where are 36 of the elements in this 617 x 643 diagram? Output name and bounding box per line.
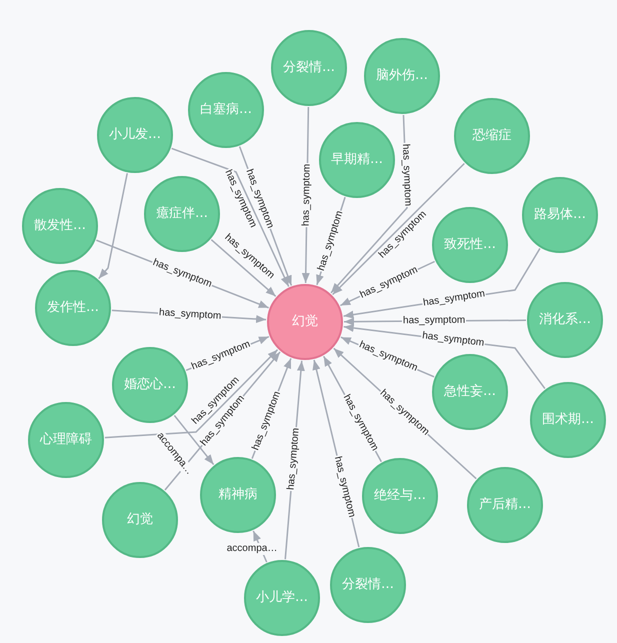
node-label: 癔症伴… <box>156 206 208 222</box>
arrow <box>332 162 465 296</box>
node-label: 精神病 <box>218 487 258 503</box>
node-label: 心理障碍 <box>40 432 92 448</box>
edge-label: has_symptom <box>285 426 302 492</box>
node-label: 绝经与… <box>374 488 426 504</box>
edge-label: has_symptom <box>398 142 414 208</box>
node-label: 消化系… <box>539 312 591 328</box>
node-label: 小儿发… <box>109 127 161 143</box>
node-label: 小儿学… <box>256 590 308 606</box>
central-node <box>267 284 343 360</box>
arrow <box>98 173 128 280</box>
node-label: 脑外伤… <box>376 68 428 84</box>
node-label: 散发性… <box>34 218 86 234</box>
edge-label: has_symptom <box>300 162 314 228</box>
edge-label: has_symptom <box>402 314 466 328</box>
node-label: 致死性… <box>444 237 496 253</box>
node-label: 路易体… <box>534 207 586 223</box>
node-label: 白塞病… <box>200 102 252 118</box>
arrow <box>171 148 290 287</box>
node-label: 幻觉 <box>127 512 153 528</box>
node-label: 分裂情… <box>342 577 394 593</box>
arrow <box>104 349 278 438</box>
node-label: 婚恋心… <box>124 377 176 393</box>
node-label: 围术期… <box>542 412 594 428</box>
edge-label: has_symptom <box>157 307 222 323</box>
node-label: 分裂情… <box>283 60 335 76</box>
node-label: 发作性… <box>47 300 99 316</box>
edge-label: accompa… <box>226 542 278 555</box>
node-label: 早期精… <box>331 152 383 168</box>
node-label: 恐缩症 <box>472 128 512 144</box>
arrow <box>210 239 276 297</box>
arrow <box>174 414 214 466</box>
node-label: 急性妄… <box>444 384 496 400</box>
node-label: 幻觉 <box>292 314 318 330</box>
node-label: 产后精… <box>479 497 531 513</box>
